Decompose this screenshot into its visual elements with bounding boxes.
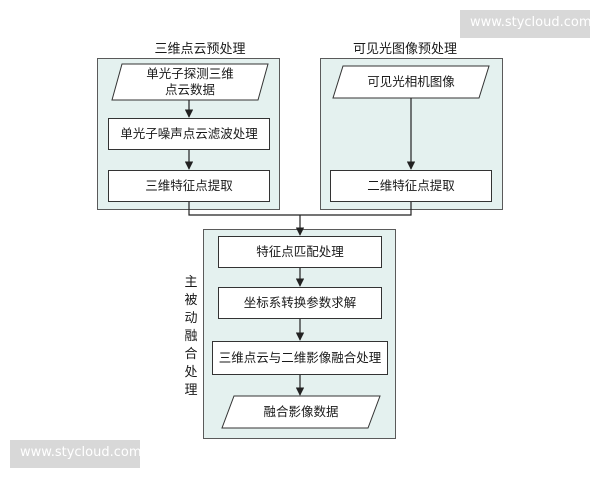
line-feature3d-to-merge (188, 202, 300, 216)
denoise-node: 单光子噪声点云滤波处理 (108, 118, 270, 150)
feature3d-node: 三维特征点提取 (108, 170, 270, 202)
parallelogram-shape (332, 65, 490, 99)
pointcloud-input-node: 单光子探测三维 点云数据 (111, 63, 269, 101)
parallelogram-shape (221, 395, 381, 429)
parallelogram-shape (111, 63, 269, 101)
watermark-top-right: www.stycloud.com (460, 10, 592, 38)
output-label: 融合影像数据 (263, 404, 339, 419)
line-feature2d-to-merge (300, 202, 412, 216)
fuse-node: 三维点云与二维影像融合处理 (212, 341, 388, 375)
pointcloud-input-label: 单光子探测三维 点云数据 (146, 66, 234, 97)
visible-input-label: 可见光相机图像 (367, 74, 455, 89)
feature2d-node: 二维特征点提取 (330, 170, 492, 202)
output-node: 融合影像数据 (221, 395, 381, 429)
watermark-bottom-left: www.stycloud.com (10, 440, 142, 468)
pointcloud-panel-title: 三维点云预处理 (154, 42, 246, 57)
transform-node: 坐标系转换参数求解 (218, 287, 382, 319)
visible-input-node: 可见光相机图像 (332, 65, 490, 99)
fusion-side-label: 主被动融合处理 (184, 275, 198, 398)
visible-panel-title: 可见光图像预处理 (352, 42, 457, 57)
match-node: 特征点匹配处理 (218, 236, 382, 268)
